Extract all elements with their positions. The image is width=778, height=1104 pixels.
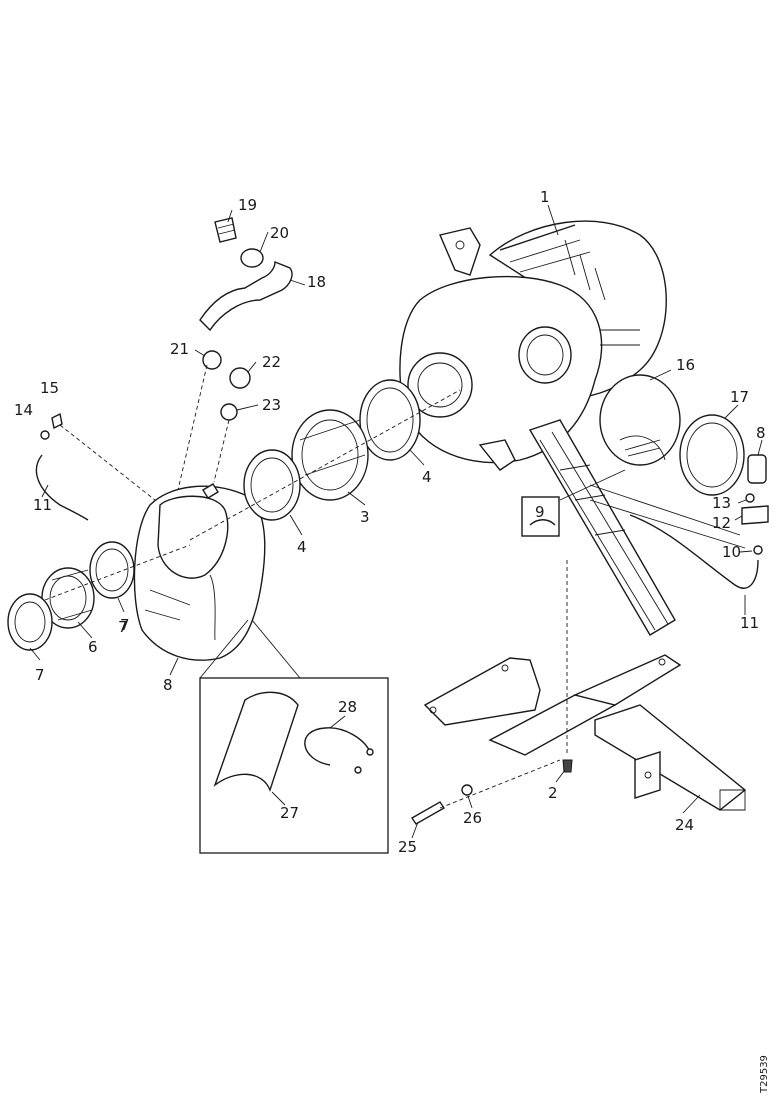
callout-11-left: 11: [33, 496, 52, 514]
callout-18: 18: [307, 273, 326, 291]
callout-20: 20: [270, 224, 289, 242]
callout-28: 28: [338, 698, 357, 716]
callout-21: 21: [170, 340, 189, 358]
mounting-bar: [528, 419, 676, 636]
callout-14: 14: [14, 401, 33, 419]
small-parts-left: [35, 412, 156, 521]
callout-27: 27: [280, 804, 299, 822]
callout-11-right: 11: [740, 614, 759, 632]
connecting-rings: [7, 379, 461, 651]
callout-17: 17: [730, 388, 749, 406]
callout-16: 16: [676, 356, 695, 374]
callout-22: 22: [262, 353, 281, 371]
callout-19: 19: [238, 196, 257, 214]
callout-24: 24: [675, 816, 694, 834]
callout-7-a: 7: [120, 616, 130, 634]
callout-9: 9: [535, 503, 545, 521]
callout-8-right: 8: [756, 424, 766, 442]
callout-25: 25: [398, 838, 417, 856]
callout-4-left: 4: [297, 538, 307, 556]
precleaner-housing: [133, 483, 266, 661]
callout-6: 6: [88, 638, 98, 656]
small-parts-right: [521, 454, 769, 589]
callout-15: 15: [40, 379, 59, 397]
callout-4-right: 4: [422, 468, 432, 486]
hose-assembly: [177, 217, 293, 491]
callout-2: 2: [548, 784, 558, 802]
callout-8-left: 8: [163, 676, 173, 694]
bracket-assembly: [411, 560, 747, 825]
callout-1: 1: [540, 188, 550, 206]
callout-13: 13: [712, 494, 731, 512]
callout-3: 3: [360, 508, 370, 526]
leader-lines: [29, 204, 763, 839]
callout-7-c: 7: [118, 618, 128, 636]
callout-7-b: 7: [35, 666, 45, 684]
callout-10: 10: [722, 543, 741, 561]
callout-12: 12: [712, 514, 731, 532]
callout-23: 23: [262, 396, 281, 414]
callout-26: 26: [463, 809, 482, 827]
filter-element: [599, 374, 745, 496]
callout-labels: 1 2 3 4 4 6 7 7 7 8 8 9 10 11 11 12 13 1…: [14, 188, 766, 856]
detail-inset: [199, 619, 389, 854]
air-cleaner-housing: [399, 220, 667, 471]
drawing-code: T29539: [759, 1055, 770, 1094]
